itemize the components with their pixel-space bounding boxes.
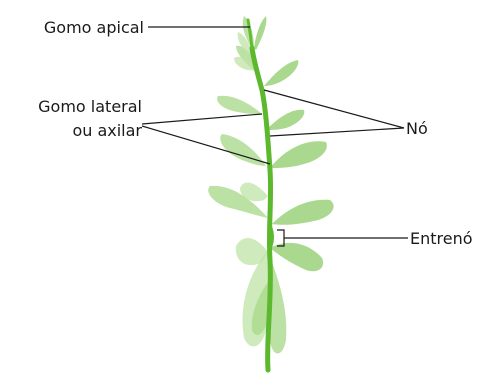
internode-segment xyxy=(270,228,272,246)
lower-leaves xyxy=(236,238,323,353)
node-label: Nó xyxy=(406,119,428,138)
plant-illustration xyxy=(208,16,333,370)
node-leader-lower xyxy=(270,128,404,136)
bud-leaf xyxy=(254,16,266,50)
leaf xyxy=(264,60,298,86)
lateral-bud-leader-lower xyxy=(142,126,270,164)
leaf xyxy=(270,141,327,168)
lateral-bud-label-line1: Gomo lateral xyxy=(38,97,142,116)
leaf xyxy=(270,243,323,271)
leaf xyxy=(272,200,334,225)
apical-bud-label: Gomo apical xyxy=(44,18,144,37)
lateral-bud-leader-upper xyxy=(142,114,262,124)
leaf xyxy=(217,96,262,114)
leader-lines xyxy=(142,27,408,246)
leaf xyxy=(266,110,304,130)
internode-label: Entrenó xyxy=(410,229,473,248)
lateral-bud-label-line2: ou axilar xyxy=(72,121,142,140)
